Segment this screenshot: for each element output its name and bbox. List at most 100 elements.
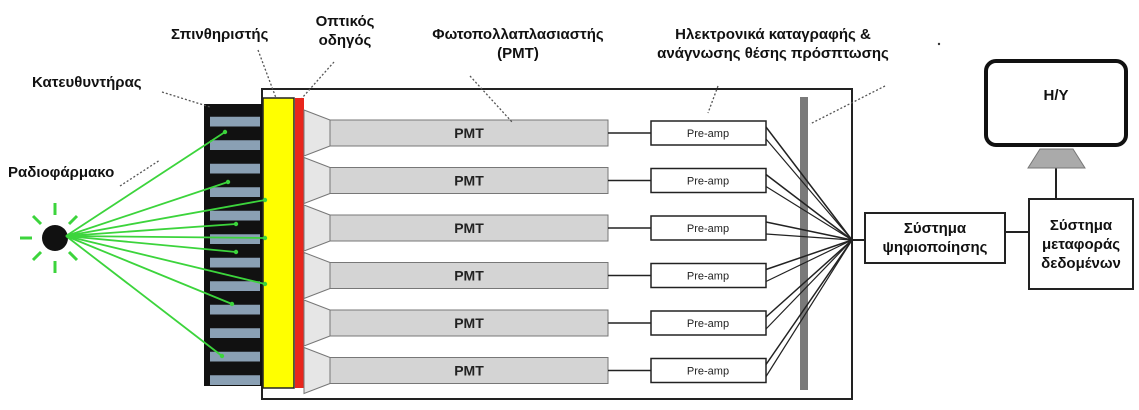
preamp-box xyxy=(650,120,767,146)
preamp-label: Pre-amp xyxy=(687,128,729,140)
source-spikes-icon xyxy=(20,203,79,273)
preamp-box xyxy=(650,167,767,194)
label-pmt-title-line2: (PMT) xyxy=(497,45,539,62)
fan-line xyxy=(765,221,853,241)
collimator-septum-gap xyxy=(210,257,260,268)
label-electronics-line1: Ηλεκτρονικά καταγραφής & xyxy=(675,26,871,43)
computer-label: Η/Υ xyxy=(1043,87,1068,104)
ray-hit-point xyxy=(233,221,239,227)
ray-hit-point xyxy=(219,353,225,359)
ray-hit-point xyxy=(229,301,235,307)
collimator-septum-gap xyxy=(210,328,260,338)
collimator-septum-gap xyxy=(210,210,260,221)
pmt-taper xyxy=(303,299,331,347)
pointer-bus xyxy=(809,85,886,125)
pointer-pmt xyxy=(469,75,513,123)
pmt-taper xyxy=(303,251,331,300)
pmt-label: PMT xyxy=(454,315,484,331)
pmt-tube xyxy=(329,357,609,384)
fan-line xyxy=(765,239,853,318)
pmt-taper xyxy=(303,109,331,157)
digitization-system-box: Σύστημα ψηφιοποίησης xyxy=(864,212,1006,264)
label-pmt-title: Φωτοπολλαπλασιαστής (PMT) xyxy=(418,25,618,63)
pmt-tube xyxy=(329,309,609,337)
fan-line xyxy=(765,126,853,241)
fan-line xyxy=(765,138,853,241)
gamma-ray xyxy=(65,131,226,237)
collimator-septum-gap xyxy=(210,351,260,362)
pmt-unit: PMT Pre-amp xyxy=(303,109,767,157)
preamp-label: Pre-amp xyxy=(687,176,729,188)
fan-line xyxy=(765,239,853,330)
pmt-label: PMT xyxy=(454,173,484,189)
radioactive-source xyxy=(20,203,79,273)
preamp-label: Pre-amp xyxy=(687,223,729,235)
readout-bus-bar xyxy=(800,97,808,390)
label-scintillator: Σπινθηριστής xyxy=(171,26,269,43)
pmt-unit: PMT Pre-amp xyxy=(303,299,767,347)
fan-line xyxy=(765,233,853,241)
collimator-septum-gap xyxy=(210,375,260,385)
pmt-label: PMT xyxy=(454,268,484,284)
preamp-label: Pre-amp xyxy=(687,318,729,330)
collimator-septum-gap xyxy=(210,116,260,127)
transfer-line2: μεταφοράς xyxy=(1042,235,1120,253)
fan-line xyxy=(765,173,853,241)
fan-line xyxy=(765,185,853,241)
pmt-label: PMT xyxy=(454,220,484,236)
collimator-septum-gap xyxy=(210,140,260,150)
label-electronics-line2: ανάγνωσης θέσης πρόσπτωσης xyxy=(657,45,889,62)
preamp-box xyxy=(650,262,767,289)
collimator-septum-gap xyxy=(210,281,260,291)
label-light-guide-line1: Οπτικός xyxy=(315,13,375,30)
computer-monitor-icon xyxy=(984,59,1128,169)
collimator-septum-gap xyxy=(210,234,260,244)
pmt-taper xyxy=(303,204,331,252)
ray-hit-point xyxy=(262,235,268,241)
pointer-source xyxy=(119,159,161,187)
collimator-body xyxy=(204,104,262,386)
preamp-box xyxy=(650,215,767,241)
transfer-line1: Σύστημα xyxy=(1049,216,1113,234)
ray-hit-point xyxy=(233,249,239,255)
label-pointers xyxy=(119,49,886,187)
collimator xyxy=(204,104,262,386)
label-radiopharmaceutical: Ραδιοφάρμακο xyxy=(8,164,115,181)
collimator-septum-gap xyxy=(210,187,260,197)
pmt-tube xyxy=(329,262,609,289)
gamma-ray xyxy=(65,235,266,239)
label-light-guide-line2: οδηγός xyxy=(318,32,372,49)
label-light-guide: Οπτικός οδηγός xyxy=(310,12,380,50)
pointer-collimator xyxy=(161,91,211,108)
gamma-ray xyxy=(65,235,223,357)
preamp-box xyxy=(650,357,767,384)
gamma-ray xyxy=(65,181,229,237)
gamma-ray xyxy=(65,235,233,305)
pointer-electronics xyxy=(707,85,719,114)
ray-hit-point xyxy=(225,179,231,185)
fan-line xyxy=(765,239,853,365)
fan-line xyxy=(765,239,853,377)
scintillator-crystal xyxy=(262,97,295,389)
pmt-unit: PMT Pre-amp xyxy=(303,156,767,205)
pmt-tube xyxy=(329,119,609,147)
pmt-unit: PMT Pre-amp xyxy=(303,204,767,252)
pmt-taper xyxy=(303,346,331,395)
fan-line xyxy=(765,239,853,283)
digitization-line1: Σύστημα xyxy=(903,220,967,237)
pmt-label: PMT xyxy=(454,125,484,141)
transfer-line3: δεδομένων xyxy=(1041,254,1121,272)
collimator-septum-gap xyxy=(210,163,260,174)
ray-hit-point xyxy=(222,129,228,135)
signal-lines xyxy=(765,126,864,377)
pointer-light-guide xyxy=(301,61,335,99)
gamma-ray xyxy=(65,235,237,253)
label-pmt-title-line1: Φωτοπολλαπλασιαστής xyxy=(432,26,604,43)
gamma-rays xyxy=(65,129,268,359)
preamp-label: Pre-amp xyxy=(687,366,729,378)
